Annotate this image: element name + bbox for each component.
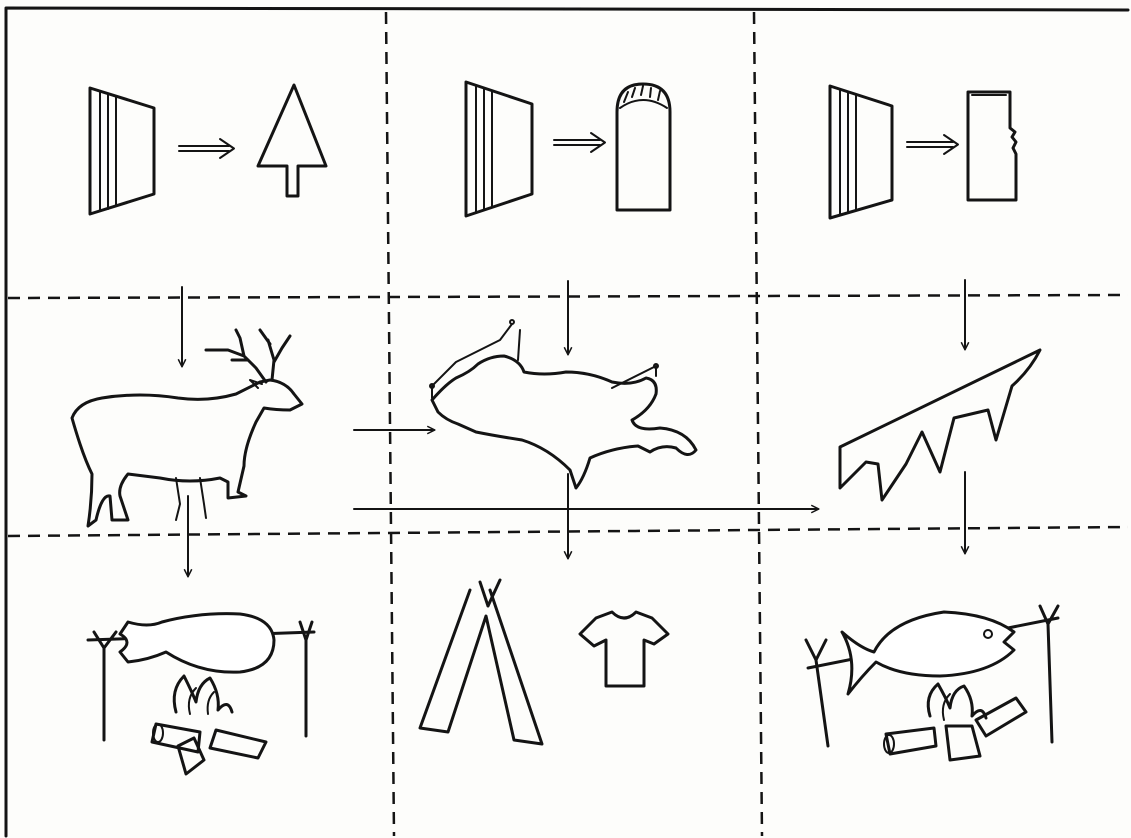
divider-vertical-right [754,12,762,836]
grid-frame [6,8,1128,836]
campfire-icon [884,684,1026,760]
scraper-tool-icon [617,84,670,210]
stretched-hide-icon [430,320,696,488]
cell-stone-to-knife [830,86,1016,218]
campfire-icon [152,676,266,774]
knife-blade-icon [968,92,1016,200]
double-arrow-icon [554,133,605,152]
arrowhead-icon [258,85,326,196]
rock-slab-icon [466,82,532,216]
rock-slab-icon [830,86,892,218]
fish-on-spit-icon [806,606,1058,746]
cell-stone-to-arrowhead [90,85,326,214]
divider-vertical-left [386,12,394,836]
rock-slab-icon [90,88,154,214]
jagged-bone-harpoon-icon [840,350,1040,500]
meat-on-spit-icon [88,614,314,740]
cell-stone-to-scraper [466,82,670,216]
double-arrow-icon [179,139,234,158]
outer-border [6,8,1128,836]
double-arrow-icon [907,135,958,154]
tipi-tent-icon [420,580,542,744]
tunic-shirt-icon [580,612,668,686]
